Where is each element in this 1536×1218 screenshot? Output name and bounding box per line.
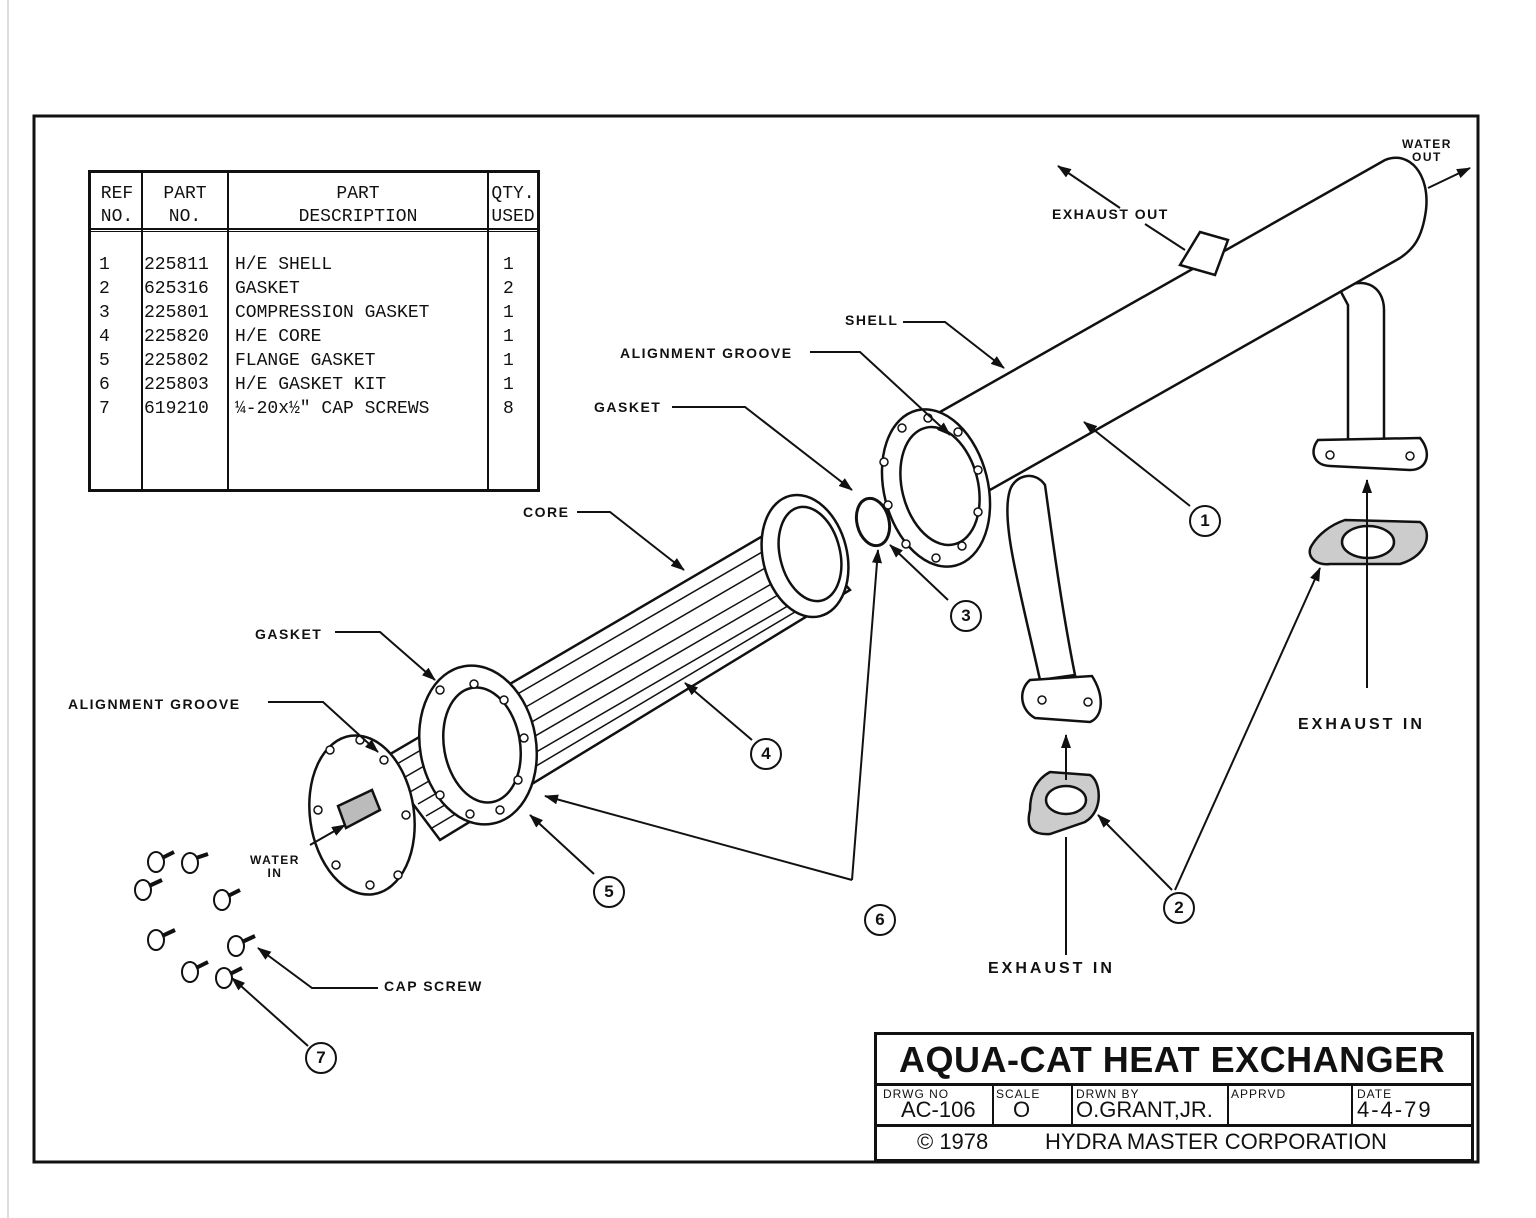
shell-part xyxy=(880,156,1429,724)
table-cell-description: H/E CORE xyxy=(235,327,322,347)
cap-screws xyxy=(134,851,245,989)
drwg-no-label: DRWG NO xyxy=(883,1087,950,1101)
drawn-by-value: O.GRANT,JR. xyxy=(1076,1097,1213,1122)
callout-1: 1 xyxy=(1189,505,1221,537)
gasket-exhaust-bottom xyxy=(1027,770,1100,836)
drawn-by-label: DRWN BY xyxy=(1076,1087,1140,1101)
table-cell-qty: 1 xyxy=(503,351,514,371)
callout-7: 7 xyxy=(305,1042,337,1074)
header-qty: QTY.USED xyxy=(491,184,535,227)
table-cell-part-no: 225820 xyxy=(144,327,209,347)
table-cell-qty: 1 xyxy=(503,327,514,347)
gasket-mid-label: GASKET xyxy=(255,626,323,642)
cap-screw-label: CAP SCREW xyxy=(384,978,483,994)
table-cell-qty: 1 xyxy=(503,303,514,323)
gasket-top-label: GASKET xyxy=(594,399,662,415)
scale-value: O xyxy=(1013,1097,1031,1122)
drawing-border xyxy=(32,114,1480,1164)
callout-5: 5 xyxy=(593,876,625,908)
callout-2: 2 xyxy=(1163,892,1195,924)
exhaust-out-label: EXHAUST OUT xyxy=(1052,206,1169,222)
callout-6: 6 xyxy=(864,904,896,936)
exhaust-in-bottom-label: EXHAUST IN xyxy=(988,960,1115,977)
table-cell-part-no: 225803 xyxy=(144,375,209,395)
exhaust-in-right-label: EXHAUST IN xyxy=(1298,716,1425,733)
title-block: AQUA-CAT HEAT EXCHANGER DRWG NO AC-106 S… xyxy=(874,1032,1474,1162)
callout-3: 3 xyxy=(950,600,982,632)
drawing-title: AQUA-CAT HEAT EXCHANGER xyxy=(899,1039,1446,1080)
table-cell-description: COMPRESSION GASKET xyxy=(235,303,430,323)
shell-label: SHELL xyxy=(845,312,899,328)
table-cell-part-no: 225801 xyxy=(144,303,209,323)
table-cell-ref: 6 xyxy=(99,375,110,395)
table-cell-qty: 8 xyxy=(503,399,514,419)
table-cell-ref: 7 xyxy=(99,399,110,419)
company-name: HYDRA MASTER CORPORATION xyxy=(1045,1129,1387,1154)
table-cell-part-no: 225811 xyxy=(144,255,209,275)
date-label: DATE xyxy=(1357,1087,1393,1101)
copyright: © 1978 xyxy=(917,1129,989,1154)
core-end-cap xyxy=(308,734,416,896)
alignment-groove-top-label: ALIGNMENT GROOVE xyxy=(620,345,793,361)
table-cell-qty: 1 xyxy=(503,375,514,395)
table-cell-qty: 1 xyxy=(503,255,514,275)
approved-label: APPRVD xyxy=(1231,1087,1287,1101)
date-value: 4-4-79 xyxy=(1357,1097,1433,1122)
table-cell-ref: 5 xyxy=(99,351,110,371)
table-cell-qty: 2 xyxy=(503,279,514,299)
flange-gasket xyxy=(417,664,539,826)
table-cell-description: H/E GASKET KIT xyxy=(235,375,387,395)
table-cell-description: ¼-20x½" CAP SCREWS xyxy=(235,399,430,419)
left-pipe-flange xyxy=(1021,674,1102,724)
core-label: CORE xyxy=(523,504,570,520)
scale-label: SCALE xyxy=(996,1087,1041,1101)
alignment-groove-left-label: ALIGNMENT GROOVE xyxy=(68,696,241,712)
table-cell-part-no: 225802 xyxy=(144,351,209,371)
table-cell-part-no: 619210 xyxy=(144,399,209,419)
table-cell-ref: 3 xyxy=(99,303,110,323)
table-cell-part-no: 625316 xyxy=(144,279,209,299)
table-cell-ref: 4 xyxy=(99,327,110,347)
callout-4: 4 xyxy=(750,738,782,770)
table-cell-description: H/E SHELL xyxy=(235,255,333,275)
table-cell-ref: 2 xyxy=(99,279,110,299)
table-cell-description: GASKET xyxy=(235,279,300,299)
right-pipe-flange xyxy=(1312,436,1429,472)
table-cell-ref: 1 xyxy=(99,255,110,275)
gasket-exhaust-right xyxy=(1308,518,1429,566)
compression-gasket xyxy=(854,496,892,548)
drwg-no-value: AC-106 xyxy=(901,1097,976,1122)
table-cell-description: FLANGE GASKET xyxy=(235,351,376,371)
